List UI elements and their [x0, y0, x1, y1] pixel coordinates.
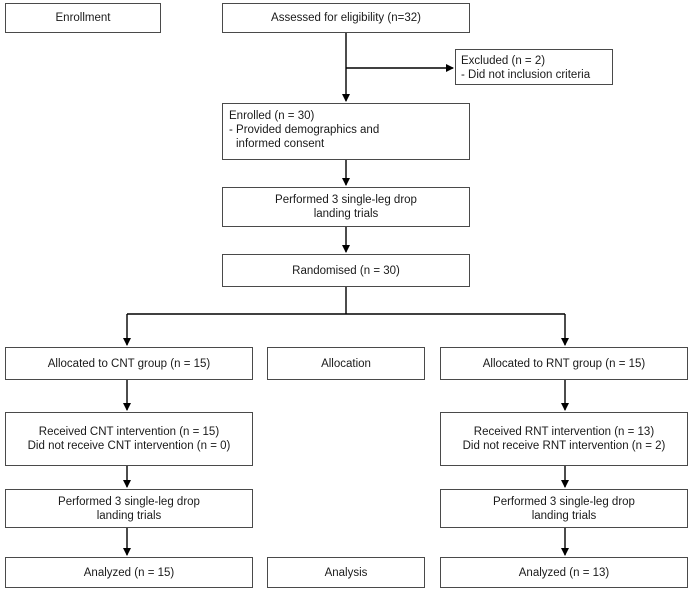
cnt-trials-box: Performed 3 single-leg drop landing tria… [5, 489, 253, 528]
enrolled-box: Enrolled (n = 30) - Provided demographic… [222, 103, 470, 160]
rnt-trials-line-1: Performed 3 single-leg drop [493, 495, 635, 508]
enrolled-detail-1: - Provided demographics and [229, 124, 380, 136]
excluded-reason: - Did not inclusion criteria [461, 69, 591, 81]
analysis-label: Analysis [267, 557, 425, 588]
rnt-allocated-box: Allocated to RNT group (n = 15) [440, 347, 688, 380]
assessed-box: Assessed for eligibility (n=32) [222, 3, 470, 33]
rnt-analyzed-text: Analyzed (n = 13) [518, 566, 610, 579]
allocation-text: Allocation [321, 357, 371, 370]
excluded-count: Excluded (n = 2) [461, 55, 546, 67]
cnt-received-line-2: Did not receive CNT intervention (n = 0) [27, 440, 231, 452]
allocation-label: Allocation [267, 347, 425, 380]
excluded-box: Excluded (n = 2) - Did not inclusion cri… [455, 49, 613, 85]
rnt-analyzed-box: Analyzed (n = 13) [440, 557, 688, 588]
randomised-box: Randomised (n = 30) [222, 254, 470, 287]
rnt-trials-box: Performed 3 single-leg drop landing tria… [440, 489, 688, 528]
enrolled-count: Enrolled (n = 30) [229, 110, 315, 122]
cnt-received-line-1: Received CNT intervention (n = 15) [38, 426, 220, 438]
enrollment-text: Enrollment [55, 12, 111, 24]
cnt-trials-line-2: landing trials [96, 509, 162, 522]
cnt-analyzed-box: Analyzed (n = 15) [5, 557, 253, 588]
enrolled-detail-2: informed consent [236, 138, 325, 150]
randomised-text: Randomised (n = 30) [292, 264, 400, 277]
rnt-allocated-text: Allocated to RNT group (n = 15) [482, 357, 646, 370]
cnt-analyzed-text: Analyzed (n = 15) [83, 566, 175, 579]
rnt-received-line-1: Received RNT intervention (n = 13) [473, 426, 655, 438]
rnt-received-box: Received RNT intervention (n = 13) Did n… [440, 412, 688, 466]
baseline-trials-line-1: Performed 3 single-leg drop [275, 194, 417, 206]
assessed-text: Assessed for eligibility (n=32) [271, 12, 421, 24]
rnt-received-line-2: Did not receive RNT intervention (n = 2) [462, 440, 666, 452]
analysis-text: Analysis [324, 566, 368, 579]
baseline-trials-line-2: landing trials [313, 208, 379, 220]
cnt-received-box: Received CNT intervention (n = 15) Did n… [5, 412, 253, 466]
baseline-trials-box: Performed 3 single-leg drop landing tria… [222, 187, 470, 227]
cnt-trials-line-1: Performed 3 single-leg drop [58, 495, 200, 508]
enrollment-label: Enrollment [5, 3, 161, 33]
cnt-allocated-text: Allocated to CNT group (n = 15) [47, 357, 211, 370]
rnt-trials-line-2: landing trials [531, 509, 597, 522]
cnt-allocated-box: Allocated to CNT group (n = 15) [5, 347, 253, 380]
